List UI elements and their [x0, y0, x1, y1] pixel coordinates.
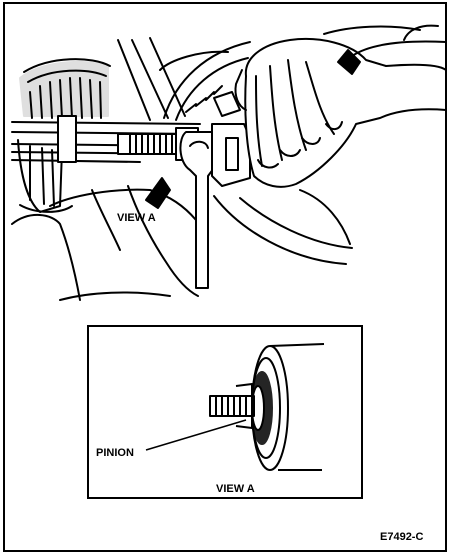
linkage — [211, 91, 251, 187]
sleeve — [323, 24, 447, 57]
detail-view — [145, 343, 325, 471]
view-a-arrow — [145, 177, 171, 209]
pinion-housing — [269, 343, 325, 471]
figure-border — [3, 2, 447, 552]
pinion-leader — [145, 419, 247, 451]
view-a-callout: VIEW A — [117, 212, 156, 224]
pinion-label: PINION — [96, 447, 134, 459]
fender-arc — [163, 41, 251, 121]
detail-view-title: VIEW A — [216, 483, 255, 495]
housing-rim — [117, 37, 229, 121]
main-view — [11, 24, 447, 301]
hand — [234, 38, 447, 188]
cross-tube — [11, 115, 201, 163]
pinion-stub — [209, 383, 255, 429]
lower-housing — [213, 189, 353, 265]
figure-id: E7492-C — [380, 531, 423, 543]
cloth — [11, 185, 199, 301]
ring-gear-housing — [17, 58, 111, 213]
